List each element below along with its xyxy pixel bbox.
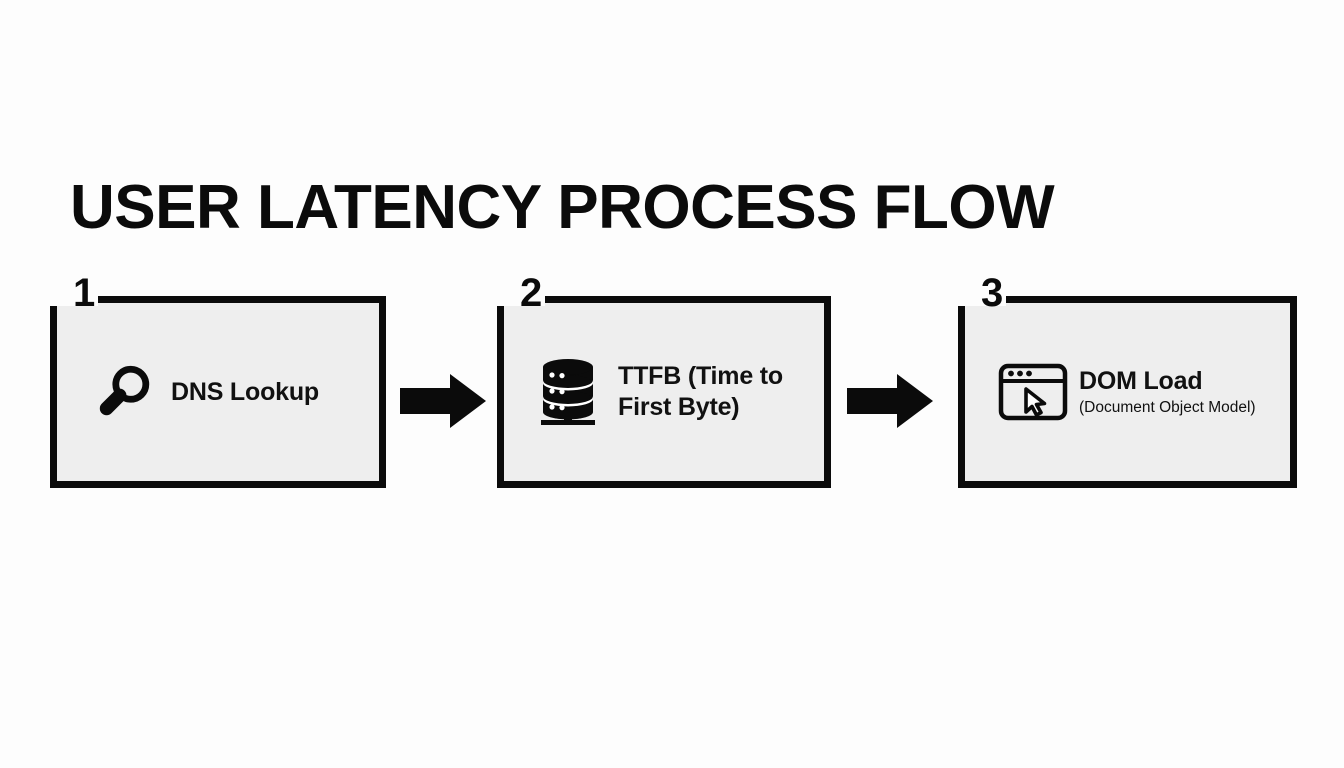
step-content: DOM Load (Document Object Model) [965,360,1290,424]
step-box-3[interactable]: 3 DOM Load (Document Object Model) [958,273,1297,488]
step-box-1[interactable]: 1 DNS Lookup [50,273,386,488]
step-label-group: TTFB (Time to First Byte) [618,361,824,423]
step-number-badge: 2 [520,271,543,315]
step-label-group: DOM Load (Document Object Model) [1079,366,1290,418]
step-sublabel: (Document Object Model) [1079,399,1256,416]
arrow-right-icon [400,372,486,430]
step-label: TTFB (Time to First Byte) [618,362,783,421]
step-number-notch [958,294,1006,306]
browser-window-cursor-icon [987,360,1079,424]
step-content: TTFB (Time to First Byte) [504,356,824,428]
step-box-2[interactable]: 2 [497,273,831,488]
magnifier-icon [79,361,171,423]
process-flow-row: 1 DNS Lookup 2 [0,273,1344,496]
page-title: USER LATENCY PROCESS FLOW [70,173,1055,242]
step-number-notch [50,294,98,306]
arrow-right-icon [847,372,933,430]
step-label: DNS Lookup [171,377,319,406]
step-number-notch [497,294,545,306]
step-number-badge: 3 [981,271,1004,315]
step-content: DNS Lookup [57,361,379,423]
database-stack-icon [526,356,618,428]
step-number-badge: 1 [73,271,96,315]
step-label-group: DNS Lookup [171,377,379,408]
step-label: DOM Load [1079,367,1203,395]
